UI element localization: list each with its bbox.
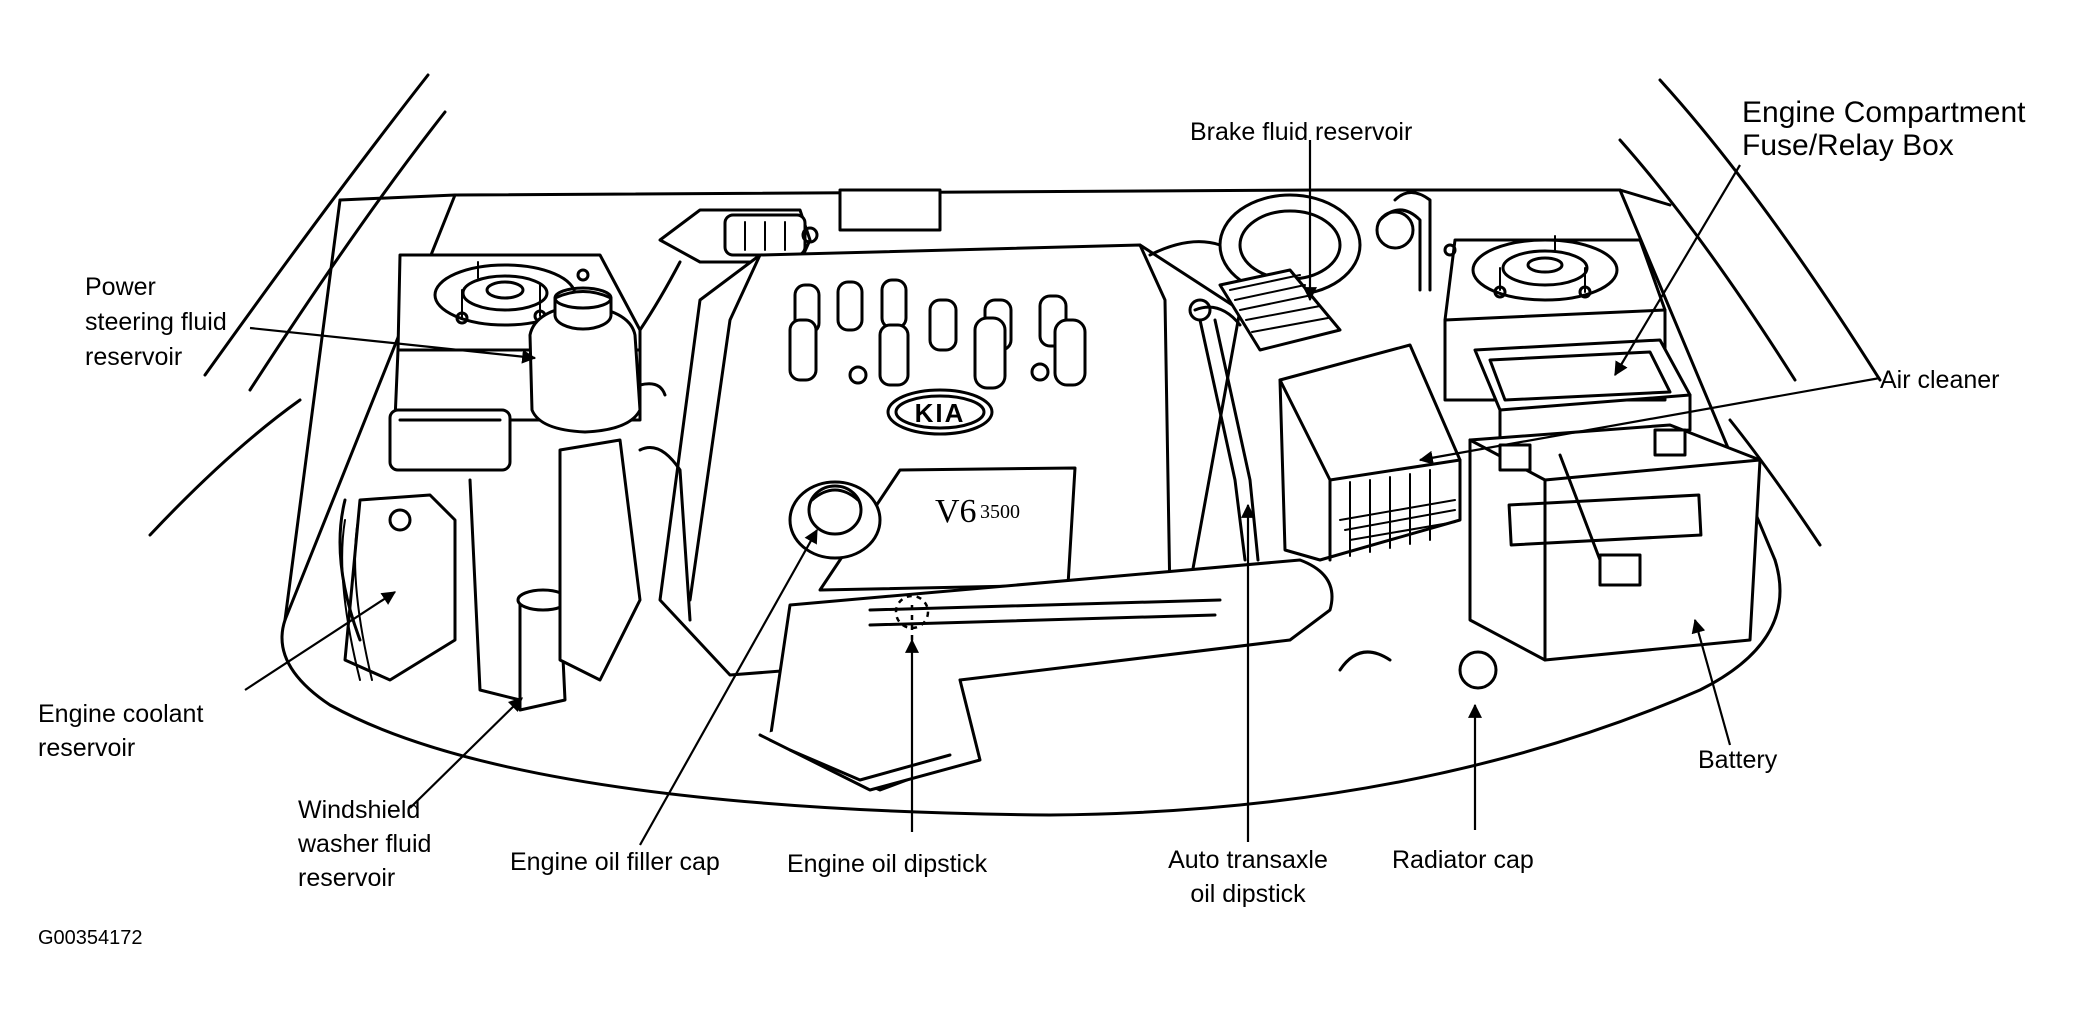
- brake-fluid-reservoir-part: [638, 188, 942, 332]
- leader-fuse-relay: [1614, 164, 1741, 377]
- leader-battery: [1691, 618, 1732, 746]
- engine-cover: KIA V6 3500: [658, 243, 1242, 677]
- coolant-reservoir-part: [338, 408, 512, 682]
- washer-reservoir-part: [468, 438, 642, 712]
- callout-labels: Power steering fluid reservoir Brake flu…: [38, 96, 2026, 949]
- power-steering-reservoir: [528, 286, 667, 434]
- label-brake-fluid: Brake fluid reservoir: [1190, 118, 1412, 146]
- label-battery: Battery: [1698, 746, 1778, 774]
- leader-washer: [409, 697, 523, 809]
- label-washer-line2: washer fluid: [297, 830, 431, 858]
- label-transaxle-line1: Auto transaxle: [1168, 846, 1328, 874]
- label-washer-line1: Windshield: [298, 796, 420, 824]
- leader-oil-filler: [639, 528, 818, 846]
- v6-model-text: V6: [935, 493, 977, 530]
- kia-logo-text: KIA: [915, 398, 966, 428]
- throttle-body: [1188, 193, 1362, 562]
- leader-power-steering: [249, 326, 537, 364]
- leader-coolant: [244, 591, 396, 691]
- air-cleaner-box: [1278, 343, 1462, 562]
- label-air-cleaner: Air cleaner: [1880, 366, 2000, 394]
- leader-lines: [244, 140, 1881, 846]
- hood-outline: [148, 73, 1882, 547]
- label-power-steering-line1: Power: [85, 273, 156, 301]
- intake-duct: [758, 558, 1334, 792]
- label-power-steering-line2: steering fluid: [85, 308, 227, 336]
- label-washer-line3: reservoir: [298, 864, 395, 892]
- oil-filler-cap-part: [788, 480, 882, 560]
- v6-displacement-text: 3500: [980, 501, 1020, 523]
- label-coolant-line1: Engine coolant: [38, 700, 203, 728]
- label-oil-dipstick: Engine oil dipstick: [787, 850, 988, 878]
- misc-hoses: [638, 191, 1498, 690]
- coil-bumps: [788, 278, 1087, 390]
- label-fuse-relay-line1: Engine Compartment: [1742, 96, 2026, 129]
- battery-part: [1468, 423, 1762, 662]
- label-fuse-relay-line2: Fuse/Relay Box: [1742, 129, 1954, 162]
- kia-logo: KIA: [886, 388, 994, 436]
- label-power-steering-line3: reservoir: [85, 343, 182, 371]
- leader-air-cleaner: [1418, 376, 1881, 465]
- figure-id: G00354172: [38, 927, 143, 949]
- label-coolant-line2: reservoir: [38, 734, 135, 762]
- label-oil-filler: Engine oil filler cap: [510, 848, 720, 876]
- label-transaxle-line2: oil dipstick: [1190, 880, 1306, 908]
- label-radiator-cap: Radiator cap: [1392, 846, 1534, 874]
